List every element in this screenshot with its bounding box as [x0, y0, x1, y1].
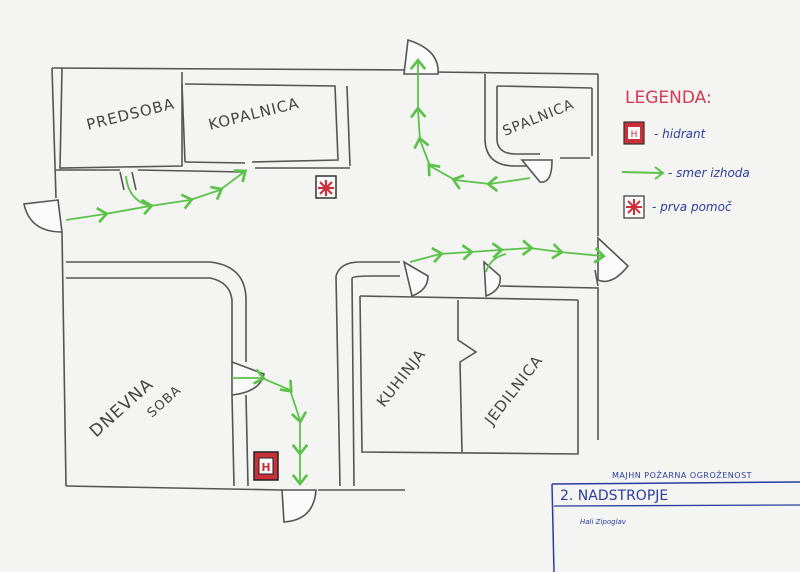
hydrant-icon: H: [261, 461, 270, 474]
legend: LEGENDA: H - hidrant - smer izhoda - prv…: [621, 88, 750, 219]
left-exit-door: [23, 199, 63, 233]
legend-label-prva-pomoc: - prva pomoč: [652, 200, 732, 214]
exit-arrow-icon: [621, 171, 663, 174]
spalnica-door: [520, 159, 553, 183]
exit-arrow-kuhinja: [409, 239, 606, 264]
title-block-author: Hali Zipoglav: [580, 518, 627, 526]
exit-arrow-predsoba: [125, 175, 151, 207]
exit-routes: [65, 58, 606, 486]
walls: [51, 67, 599, 491]
legend-title: LEGENDA:: [625, 88, 712, 108]
first-aid-marker: [315, 175, 337, 199]
title-block: MAJHN POŽARNA OGROŽENOST 2. NADSTROPJE H…: [551, 469, 800, 572]
first-aid-icon: [318, 180, 334, 196]
hydrant-icon-letter: H: [631, 130, 638, 140]
exit-arrow-jedilnica: [485, 253, 507, 273]
hydrant-marker: H: [253, 451, 279, 481]
legend-label-smer: - smer izhoda: [668, 166, 750, 180]
exit-arrow-spalnica: [409, 58, 531, 193]
kuhinja-door: [402, 260, 429, 298]
title-block-course: MAJHN POŽARNA OGROŽENOST: [612, 469, 752, 480]
exit-arrow-dnevna: [232, 368, 309, 486]
exit-arrow-kopalnica: [65, 169, 248, 224]
bottom-exit-door: [281, 489, 317, 523]
legend-label-hidrant: - hidrant: [654, 127, 707, 141]
title-block-floor: 2. NADSTROPJE: [560, 488, 668, 504]
jedilnica-door: [483, 260, 502, 298]
